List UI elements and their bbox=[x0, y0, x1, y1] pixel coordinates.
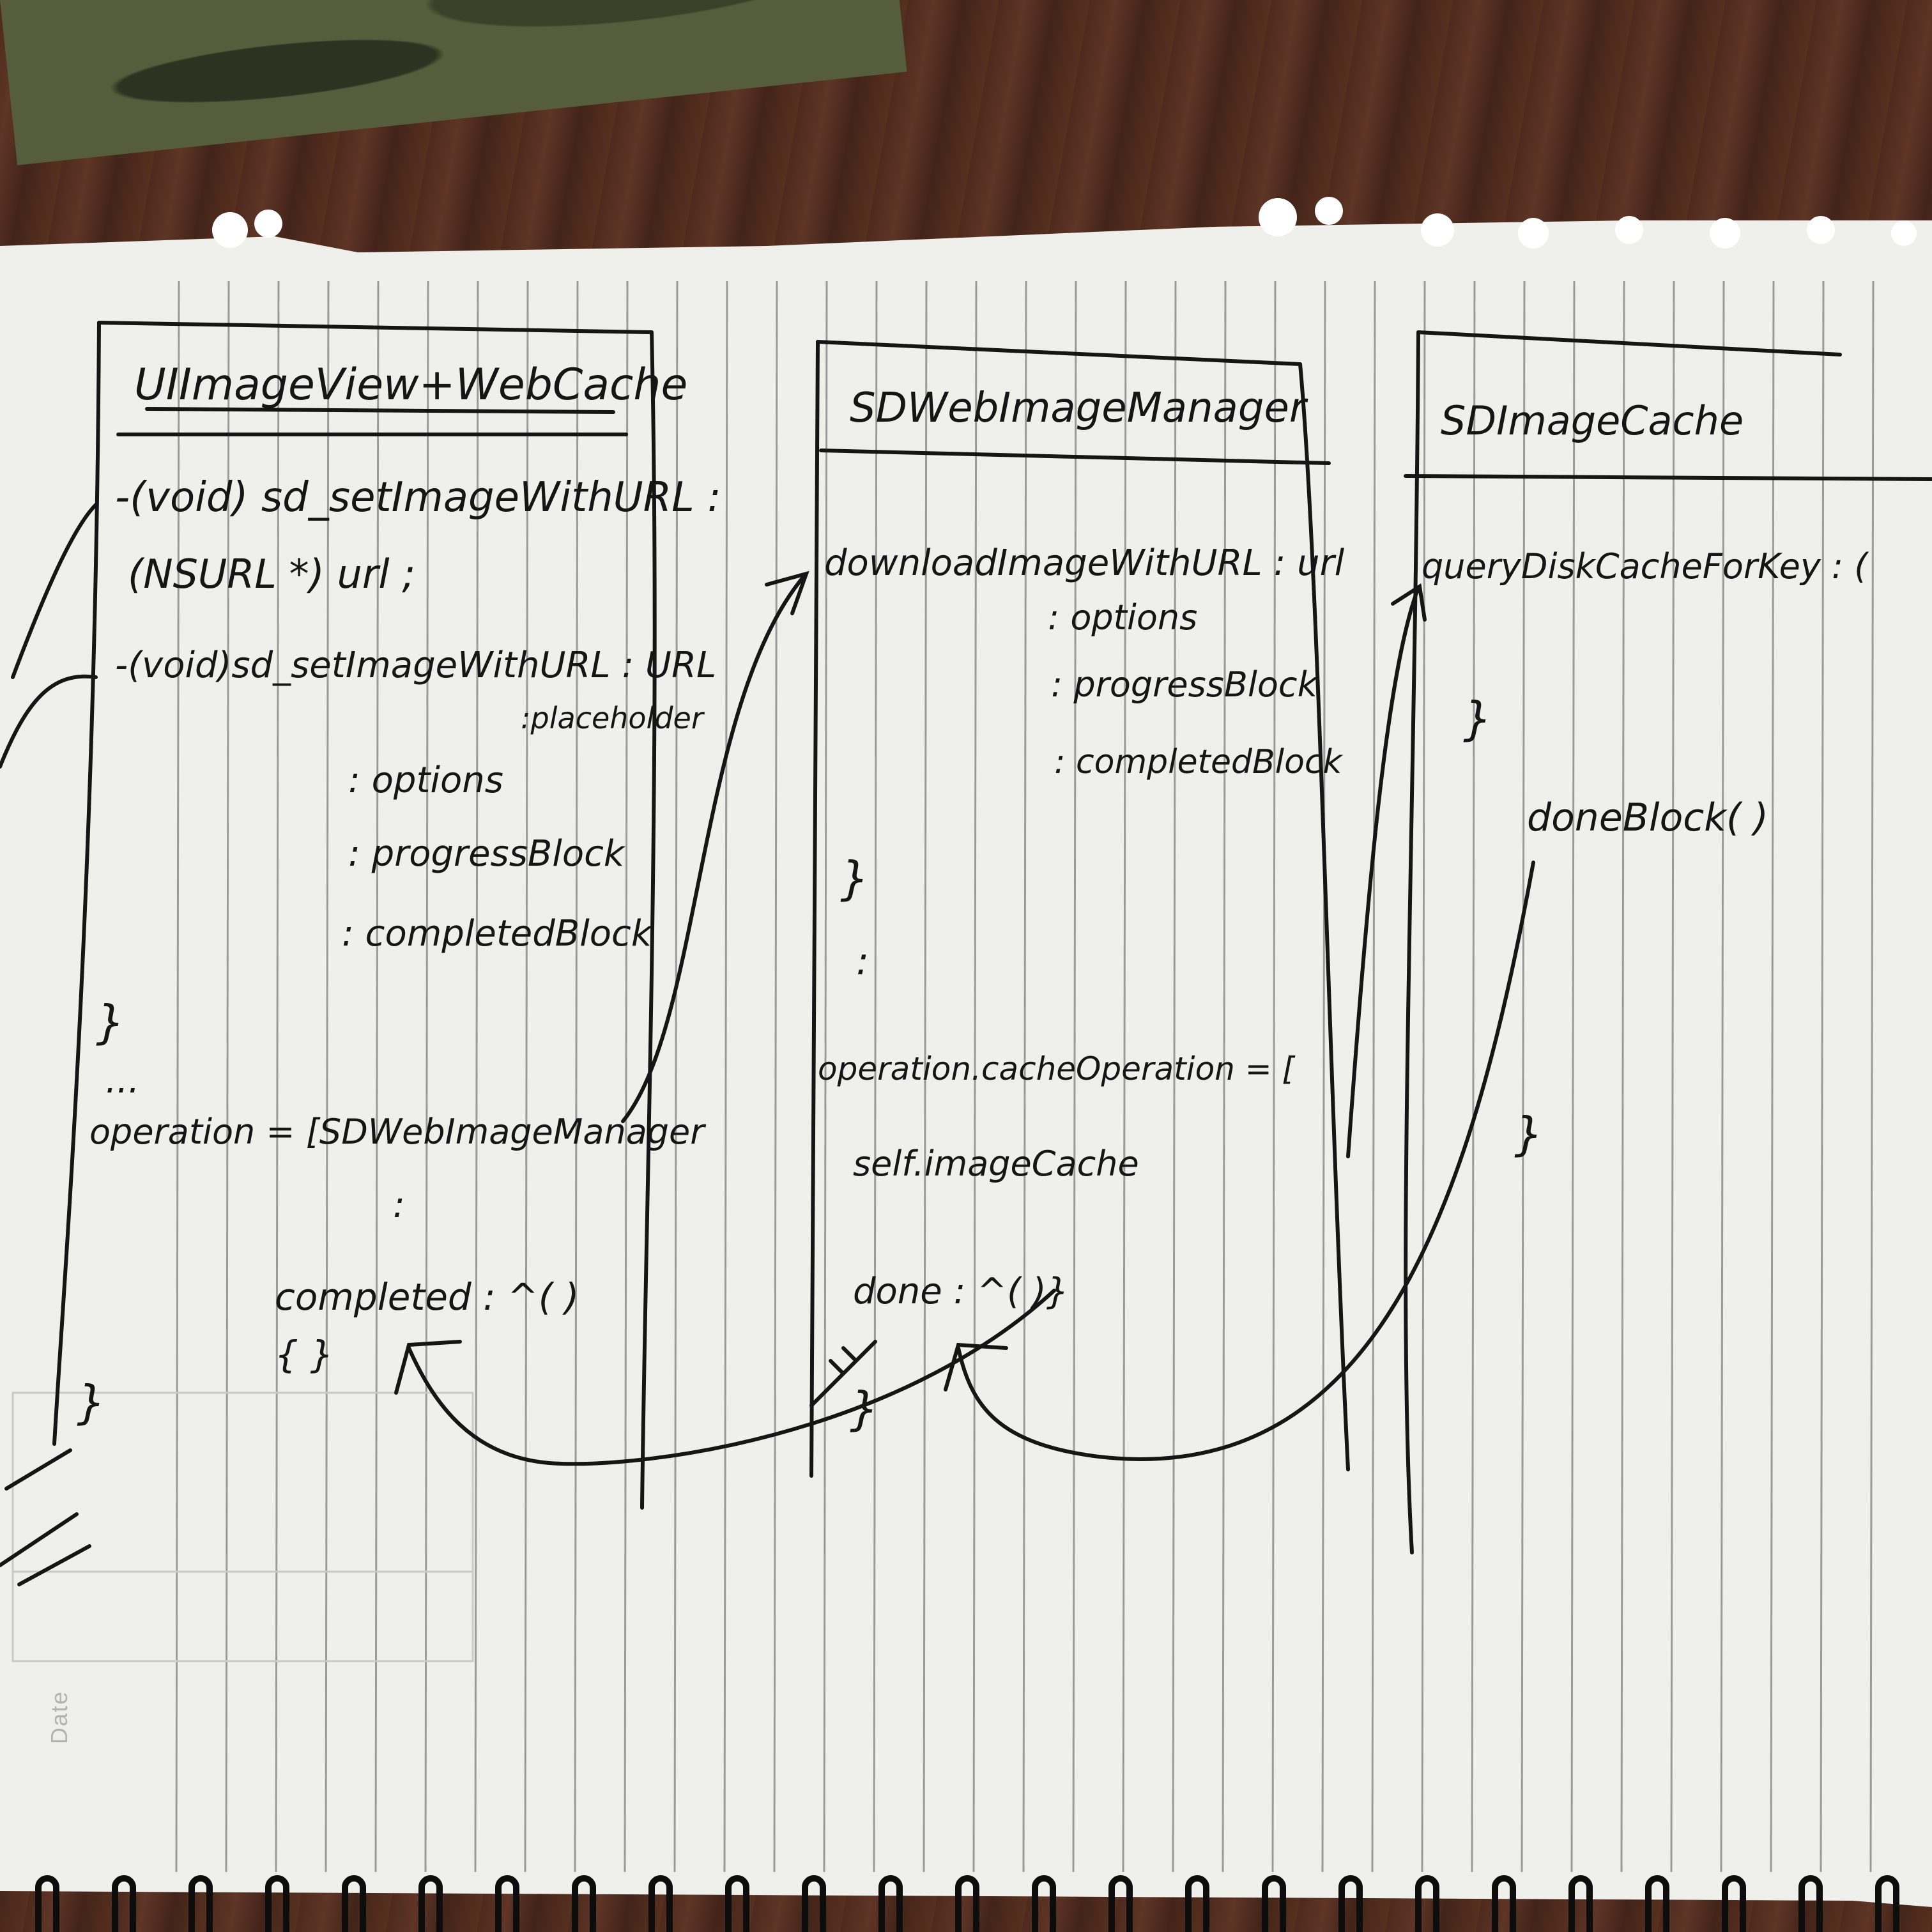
box-1-line-2: (NSURL *) url ; bbox=[128, 551, 415, 597]
arrow-done-head bbox=[944, 1342, 1008, 1392]
box-1-top-border bbox=[97, 321, 654, 334]
box-2-line-6: : bbox=[856, 939, 869, 984]
box-1-line-7: : completedBlock bbox=[342, 913, 654, 954]
box-3-left-border bbox=[1404, 330, 1420, 1554]
box-sdwebimagemanager bbox=[809, 340, 1350, 1478]
box-1-line-1: -(void) sd_setImageWithURL : bbox=[115, 474, 721, 521]
box-2-line-4: : completedBlock bbox=[1054, 743, 1343, 781]
cross-out-mark bbox=[809, 1340, 877, 1407]
box-sdimagecache bbox=[1404, 330, 1932, 1554]
box-1-line-5: : options bbox=[348, 760, 503, 801]
arrow-box1-to-box2-call bbox=[621, 573, 807, 1123]
ruled-lines bbox=[175, 280, 1874, 1873]
box-2-line-2: : options bbox=[1048, 597, 1197, 638]
box-1-line-14: } bbox=[77, 1376, 106, 1429]
arrow-box2-to-box3-call bbox=[1346, 586, 1420, 1158]
box-1-line-6: : progressBlock bbox=[348, 833, 626, 875]
box-1-left-border bbox=[52, 321, 101, 1446]
box-uiimageview-webcache bbox=[52, 321, 657, 1510]
arrow-completed-head bbox=[394, 1340, 462, 1395]
box-1-title: UIImageView+WebCache bbox=[134, 360, 687, 410]
box-1-line-8: } bbox=[96, 995, 125, 1049]
box-1-line-10: operation = [SDWebImageManager bbox=[89, 1112, 706, 1152]
box-2-left-border bbox=[809, 340, 820, 1478]
box-1-line-9: ... bbox=[105, 1060, 139, 1101]
box-2-title: SDWebImageManager bbox=[850, 385, 1308, 432]
box-2-line-1: downloadImageWithURL : url bbox=[824, 542, 1345, 584]
date-label: Date bbox=[46, 1690, 72, 1744]
box-2-right-border bbox=[1298, 362, 1350, 1471]
box-3-title: SDImageCache bbox=[1441, 397, 1744, 444]
left-edge-arrow-2 bbox=[0, 674, 98, 769]
box-2-body: downloadImageWithURL : url : options : p… bbox=[818, 542, 1345, 1436]
box-3-body: queryDiskCacheForKey : ( } doneBlock( ) … bbox=[1422, 546, 1869, 1161]
box-2-line-3: : progressBlock bbox=[1051, 664, 1319, 705]
box-1-right-border bbox=[640, 330, 657, 1510]
left-edge-arrow bbox=[11, 503, 98, 679]
box-1-line-4: :placeholder bbox=[521, 701, 705, 735]
arrow-box2-call-head bbox=[1391, 583, 1427, 622]
arrow-doneblock-back-to-done bbox=[956, 861, 1535, 1461]
box-3-line-2: } bbox=[1463, 692, 1492, 746]
box-1-line-12: completed : ^( ) bbox=[275, 1275, 579, 1319]
box-1-body: -(void) sd_setImageWithURL : (NSURL *) u… bbox=[77, 474, 721, 1429]
box-1-title-rule bbox=[145, 407, 615, 414]
box-3-top-border bbox=[1416, 330, 1842, 356]
show-through-sketch bbox=[12, 1392, 474, 1662]
arrow-box1-call-head bbox=[765, 571, 809, 615]
box-3-line-4: } bbox=[1514, 1107, 1544, 1161]
box-2-top-border bbox=[816, 340, 1302, 366]
paper-sheet bbox=[0, 220, 1932, 1907]
torn-edge bbox=[212, 197, 1917, 249]
box-2-line-7: operation.cacheOperation = [ bbox=[818, 1050, 1296, 1087]
flow-arrows bbox=[0, 503, 1535, 1586]
arrow-done-back-to-completed bbox=[407, 1289, 1056, 1466]
box-2-line-5: } bbox=[840, 852, 870, 905]
box-1-line-13: { } bbox=[275, 1333, 334, 1376]
box-2-line-9: done : ^( )} bbox=[853, 1271, 1069, 1312]
box-3-title-underline bbox=[1404, 474, 1932, 481]
box-1-line-3: -(void)sd_setImageWithURL : URL bbox=[115, 645, 716, 686]
box-2-line-8: self.imageCache bbox=[853, 1144, 1139, 1184]
box-1-line-11: : bbox=[393, 1184, 405, 1226]
box-2-title-underline bbox=[819, 448, 1331, 465]
box-3-line-1: queryDiskCacheForKey : ( bbox=[1422, 546, 1869, 586]
box-3-line-3: doneBlock( ) bbox=[1527, 795, 1768, 840]
spiral-binding bbox=[35, 1875, 1899, 1932]
left-edge-scribble bbox=[0, 1448, 91, 1586]
